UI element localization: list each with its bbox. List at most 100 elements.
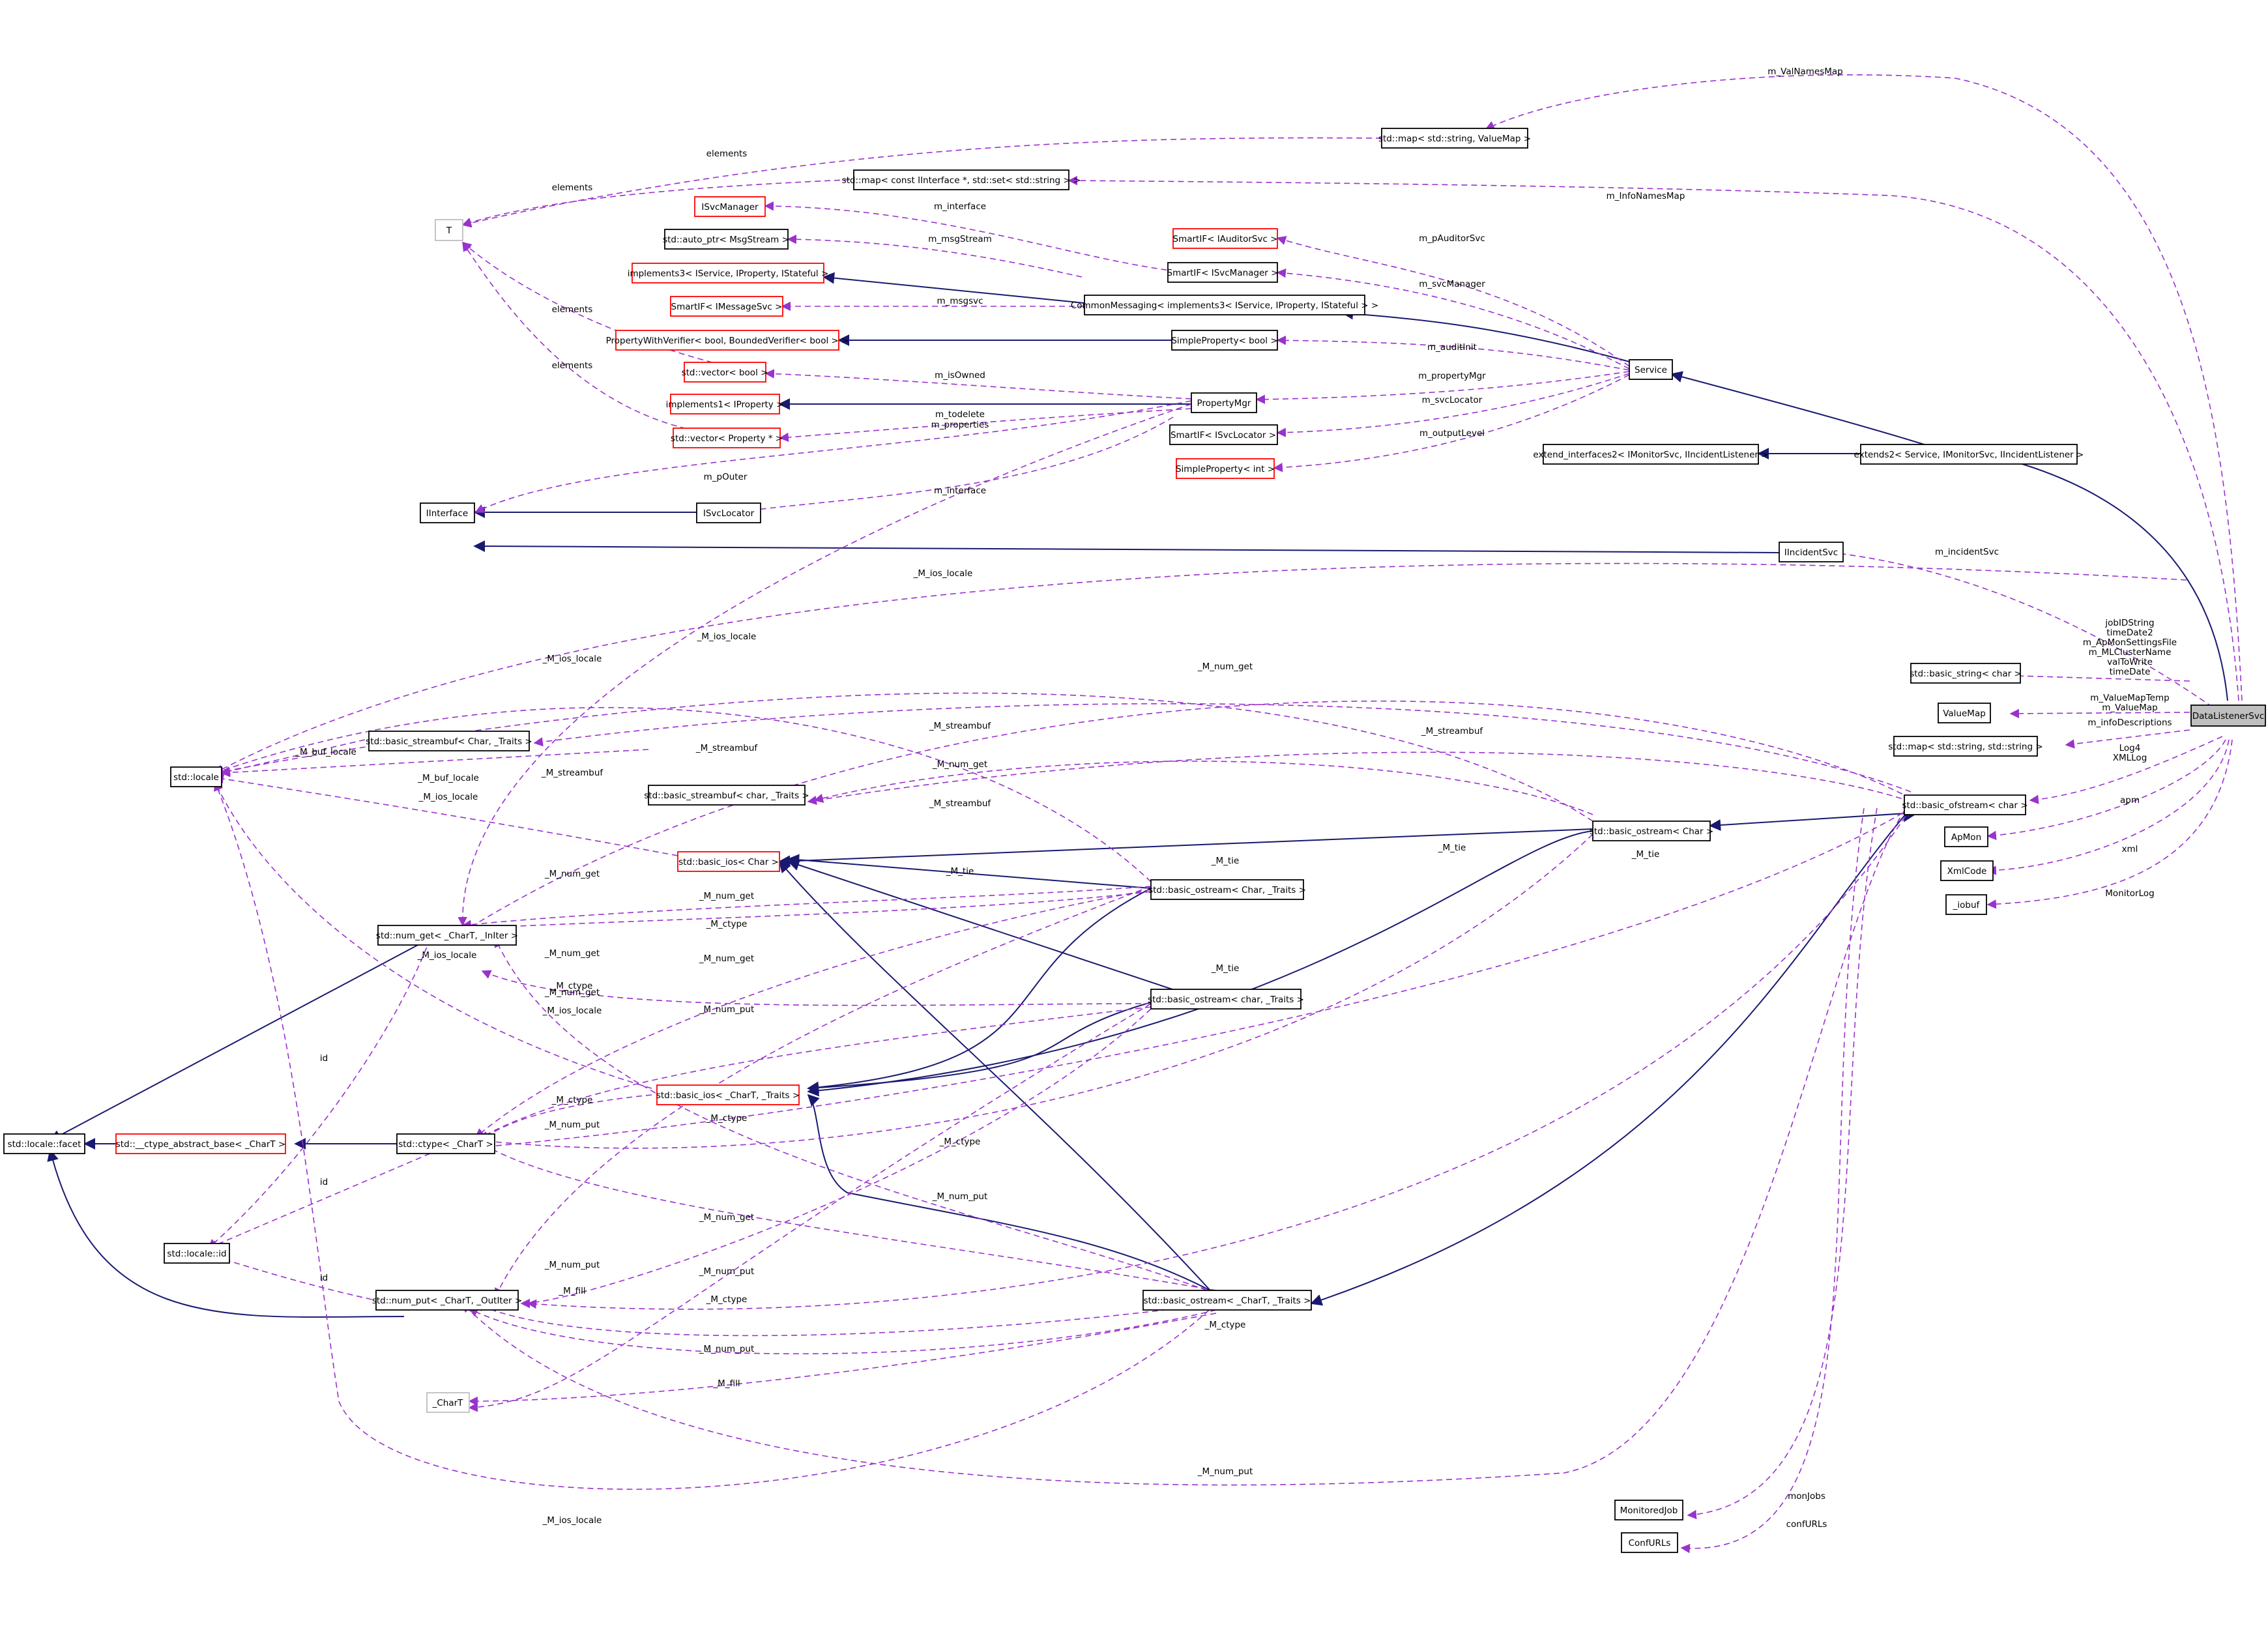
node-valuemap[interactable]: ValueMap (1938, 703, 1991, 723)
label-apm: apm (2120, 795, 2140, 806)
label-timedate: timeDate (2110, 667, 2151, 677)
svg-text:PropertyWithVerifier< bool, Bo: PropertyWithVerifier< bool, BoundedVerif… (606, 336, 849, 346)
node-iincidentsvc[interactable]: IIncidentSvc (1779, 542, 1844, 562)
label-m-num-put: _M_num_put (932, 1191, 988, 1202)
label-log4: Log4 (2119, 743, 2141, 753)
node-basic-string[interactable]: std::basic_string< char > (1910, 663, 2022, 684)
node-smartif-iauditorsvc[interactable]: SmartIF< IAuditorSvc > (1172, 228, 1278, 249)
label-m-num-put: _M_num_put (544, 1260, 600, 1270)
svg-text:extend_interfaces2< IMonitorSv: extend_interfaces2< IMonitorSvc, IIncide… (1533, 450, 1768, 460)
node-xmlcode[interactable]: XmlCode (1940, 860, 1994, 881)
label-m-tie: _M_tie (1631, 849, 1660, 860)
label-monjobs: monJobs (1788, 1491, 1825, 1502)
label-m-num-put: _M_num_put (699, 1004, 755, 1015)
node-ostream-char-traits[interactable]: std::basic_ostream< Char, _Traits > (1148, 879, 1306, 900)
node-monitoredjob[interactable]: MonitoredJob (1614, 1500, 1683, 1520)
label-m-apmonsettingsfile: m_ApMonSettingsFile (2083, 637, 2177, 648)
node-propertywithverifier[interactable]: PropertyWithVerifier< bool, BoundedVerif… (606, 330, 849, 351)
svg-text:implements3< IService, IProper: implements3< IService, IProperty, IState… (628, 269, 829, 279)
node-map-valuemap[interactable]: std::map< std::string, ValueMap > (1378, 128, 1531, 149)
svg-text:std::basic_ostream< Char >: std::basic_ostream< Char > (1590, 826, 1713, 837)
node-isvcmanager[interactable]: ISvcManager (694, 196, 766, 217)
label-m-streambuf: _M_streambuf (541, 768, 604, 778)
node-ctype-abstract-base[interactable]: std::__ctype_abstract_base< _CharT > (115, 1133, 286, 1154)
node-map-string-string[interactable]: std::map< std::string, std::string > (1888, 736, 2043, 757)
label-m-incidentsvc: m_incidentSvc (1935, 547, 1999, 557)
node-basic-ios-char[interactable]: std::basic_ios< Char > (677, 851, 780, 872)
node-num-get[interactable]: std::num_get< _CharT, _InIter > (376, 925, 518, 946)
inheritance-edges (47, 272, 2228, 1318)
node-commonmessaging[interactable]: CommonMessaging< implements3< IService, … (1071, 295, 1378, 315)
node-iobuf[interactable]: _iobuf (1945, 894, 1987, 915)
node-ostream-char-lower-traits[interactable]: std::basic_ostream< char, _Traits > (1148, 989, 1304, 1010)
label-m-fill: _M_fill (712, 1378, 740, 1389)
node-implements3[interactable]: implements3< IService, IProperty, IState… (628, 263, 829, 283)
svg-text:std::locale: std::locale (173, 772, 219, 783)
node-auto-ptr[interactable]: std::auto_ptr< MsgStream > (663, 229, 789, 250)
svg-text:PropertyMgr: PropertyMgr (1197, 398, 1251, 409)
svg-text:std::basic_streambuf< Char, _T: std::basic_streambuf< Char, _Traits > (366, 736, 532, 747)
label-m-ctype: _M_ctype (706, 919, 748, 929)
node-simpleproperty-int[interactable]: SimpleProperty< int > (1176, 458, 1275, 479)
node-std-locale[interactable]: std::locale (170, 766, 222, 787)
node-chart[interactable]: _CharT (426, 1392, 470, 1413)
node-implements1[interactable]: implements1< IProperty > (666, 394, 784, 414)
label-m-num-get: _M_num_get (932, 759, 987, 770)
svg-text:_iobuf: _iobuf (1953, 900, 1981, 910)
svg-text:ISvcManager: ISvcManager (701, 202, 759, 212)
node-basic-ios-chart-traits[interactable]: std::basic_ios< _CharT, _Traits > (656, 1084, 800, 1105)
svg-text:XmlCode: XmlCode (1947, 866, 1987, 877)
node-apmon[interactable]: ApMon (1944, 826, 1988, 847)
node-isvclocator[interactable]: ISvcLocator (696, 502, 761, 523)
label-m-ios-locale: _M_ios_locale (542, 1515, 602, 1526)
node-datalistenersvc[interactable]: DataListenerSvc (2190, 705, 2266, 727)
node-extend-interfaces2[interactable]: extend_interfaces2< IMonitorSvc, IIncide… (1533, 444, 1769, 465)
label-m-ios-locale: _M_ios_locale (697, 632, 757, 642)
label-m-buf-locale: _M_buf_locale (295, 747, 356, 757)
node-smartif-isvclocator[interactable]: SmartIF< ISvcLocator > (1169, 424, 1278, 445)
svg-text:std::vector< Property * >: std::vector< Property * > (671, 433, 783, 444)
node-confurls[interactable]: ConfURLs (1621, 1532, 1678, 1553)
node-smartif-imessagesvc[interactable]: SmartIF< IMessageSvc > (670, 296, 783, 317)
svg-text:CommonMessaging< implements3<: CommonMessaging< implements3< IService, … (1071, 300, 1378, 311)
svg-text:std::basic_string< char >: std::basic_string< char > (1910, 669, 2022, 679)
label-m-fill: _M_fill (558, 1286, 585, 1296)
node-iinterface[interactable]: IInterface (420, 502, 475, 523)
label-m-num-get: _M_num_get (699, 891, 754, 901)
label-m-num-get: _M_num_get (699, 1212, 754, 1223)
svg-text:std::basic_streambuf< char, _T: std::basic_streambuf< char, _Traits > (644, 791, 809, 801)
node-map-iinterface[interactable]: std::map< const IInterface *, std::set< … (842, 169, 1081, 190)
label-m-isowned: m_isOwned (935, 370, 985, 381)
label-elements: elements (552, 182, 593, 193)
node-vector-property[interactable]: std::vector< Property * > (671, 428, 783, 448)
node-streambuf-char-lower[interactable]: std::basic_streambuf< char, _Traits > (644, 785, 809, 806)
label-m-tie: _M_tie (946, 866, 974, 877)
label-m-valuemaptemp: m_ValueMapTemp (2090, 693, 2169, 703)
node-extends2[interactable]: extends2< Service, IMonitorSvc, IInciden… (1854, 444, 2084, 465)
node-propertymgr[interactable]: PropertyMgr (1191, 392, 1257, 413)
label-m-properties: m_properties (931, 420, 989, 430)
node-num-put[interactable]: std::num_put< _CharT, _OutIter > (372, 1290, 522, 1311)
svg-text:SmartIF< IAuditorSvc >: SmartIF< IAuditorSvc > (1173, 234, 1278, 244)
node-locale-facet[interactable]: std::locale::facet (3, 1133, 85, 1154)
node-vector-bool[interactable]: std::vector< bool > (682, 362, 768, 383)
svg-text:std::ctype< _CharT >: std::ctype< _CharT > (398, 1139, 493, 1150)
label-jobidstring: jobIDString (2104, 618, 2154, 628)
label-m-tie: _M_tie (1438, 843, 1466, 853)
node-basic-ostream-char[interactable]: std::basic_ostream< Char > (1590, 821, 1713, 841)
node-smartif-isvcmanager[interactable]: SmartIF< ISvcManager > (1167, 262, 1279, 283)
node-locale-id[interactable]: std::locale::id (164, 1243, 230, 1264)
node-service[interactable]: Service (1629, 359, 1673, 380)
label-m-num-get: _M_num_get (699, 953, 754, 964)
label-valtowrite: valToWrite (2107, 657, 2153, 667)
node-simpleproperty-bool[interactable]: SimpleProperty< bool > (1171, 330, 1278, 351)
node-ostream-chart-traits[interactable]: std::basic_ostream< _CharT, _Traits > (1142, 1290, 1312, 1311)
node-ctype[interactable]: std::ctype< _CharT > (396, 1133, 495, 1154)
svg-text:SmartIF< ISvcManager >: SmartIF< ISvcManager > (1167, 268, 1279, 278)
label-m-ctype: _M_ctype (551, 1095, 593, 1105)
label-m-num-get: _M_num_get (544, 948, 600, 959)
node-basic-ofstream[interactable]: std::basic_ofstream< char > (1902, 794, 2028, 815)
node-streambuf-char-traits[interactable]: std::basic_streambuf< Char, _Traits > (366, 731, 532, 751)
node-t[interactable]: T (435, 219, 463, 241)
